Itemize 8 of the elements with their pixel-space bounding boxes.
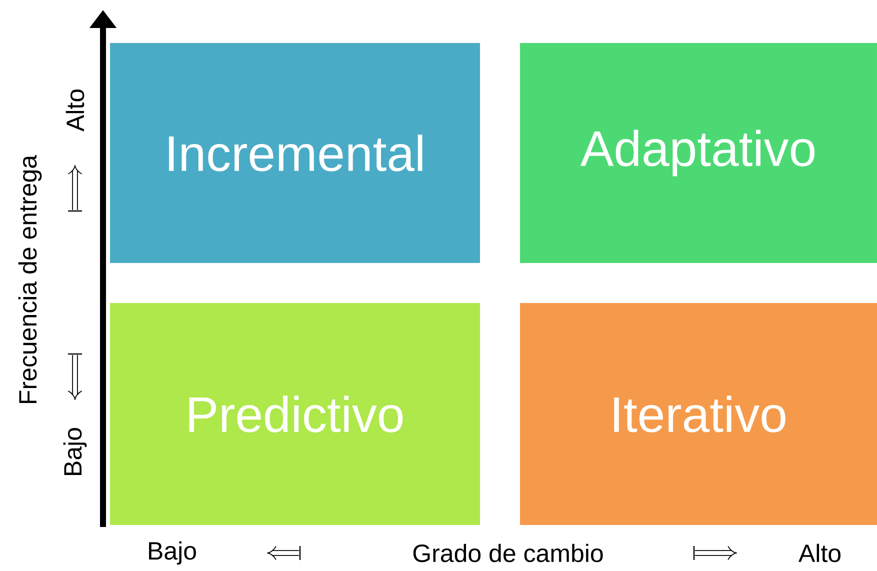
quadrant-box: Iterativo <box>520 303 877 525</box>
quadrant-box: Predictivo <box>110 303 480 525</box>
axis-label: Alto <box>66 90 84 132</box>
axis-title: Frecuencia de entrega <box>18 154 42 404</box>
axis-title: Grado de cambio <box>413 544 603 562</box>
quadrant-box: Adaptativo <box>520 43 877 263</box>
axis-label: Bajo <box>63 428 87 475</box>
quadrant-box: Incremental <box>110 43 480 263</box>
